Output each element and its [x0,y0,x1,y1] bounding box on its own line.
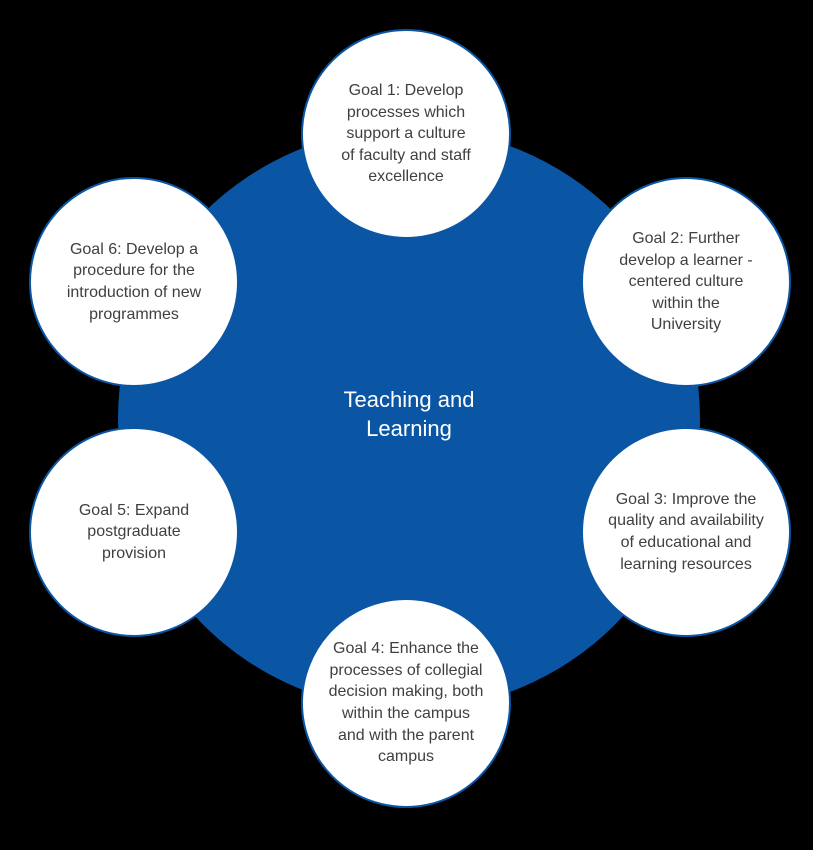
goal-line: of educational and [620,534,752,551]
goal-line: develop a learner - [619,251,753,269]
goal-line: quality and availability [608,512,764,530]
goal-3-text: Goal 3: Improve the quality and availabi… [594,489,778,575]
goal-line: processes which [346,103,466,121]
goal-2-circle: Goal 2: Further develop a learner - cent… [581,177,791,387]
goal-1-circle: Goal 1: Develop processes which support … [301,29,511,239]
goal-3-circle: Goal 3: Improve the quality and availabi… [581,427,791,637]
goal-line: Goal 4: Enhance the [333,640,479,658]
goal-line: introduction of new [66,284,202,301]
goal-line: procedure for the [73,262,195,280]
goal-line: University [650,316,722,334]
goal-line: Goal 1: Develop [348,82,464,100]
goal-line: postgraduate [87,523,181,541]
goal-line: learning resources [620,555,752,573]
goal-line: campus [377,748,435,766]
goal-line: Goal 6: Develop a [69,240,199,258]
hub-label-line: Learning [366,416,452,441]
hub-label-line: Teaching and [343,387,475,412]
goal-line: centered culture [628,273,744,291]
goal-line: Goal 2: Further [632,230,740,248]
goal-line: within the campus [341,705,471,722]
goal-line: provision [101,544,167,562]
goal-1-text: Goal 1: Develop processes which support … [314,80,498,188]
goal-5-circle: Goal 5: Expand postgraduate provision [29,427,239,637]
goal-line: decision making, both [328,683,484,701]
goal-line: and with the parent [337,726,475,744]
goal-2-text: Goal 2: Further develop a learner - cent… [594,228,778,336]
goal-line: support a culture [346,125,466,143]
goal-line: within the [652,294,720,312]
goal-4-text: Goal 4: Enhance the processes of collegi… [314,638,498,768]
hub-label: Teaching and Learning [309,385,509,443]
goal-6-circle: Goal 6: Develop a procedure for the intr… [29,177,239,387]
goal-line: programmes [89,305,179,323]
goal-line: Goal 5: Expand [78,501,190,519]
goal-line: of faculty and staff [341,146,471,164]
goal-line: processes of collegial [329,661,483,679]
goal-5-text: Goal 5: Expand postgraduate provision [42,500,226,565]
goal-line: Goal 3: Improve the [615,490,757,508]
goal-line: excellence [368,168,444,186]
goal-4-circle: Goal 4: Enhance the processes of collegi… [301,598,511,808]
goal-6-text: Goal 6: Develop a procedure for the intr… [42,239,226,325]
